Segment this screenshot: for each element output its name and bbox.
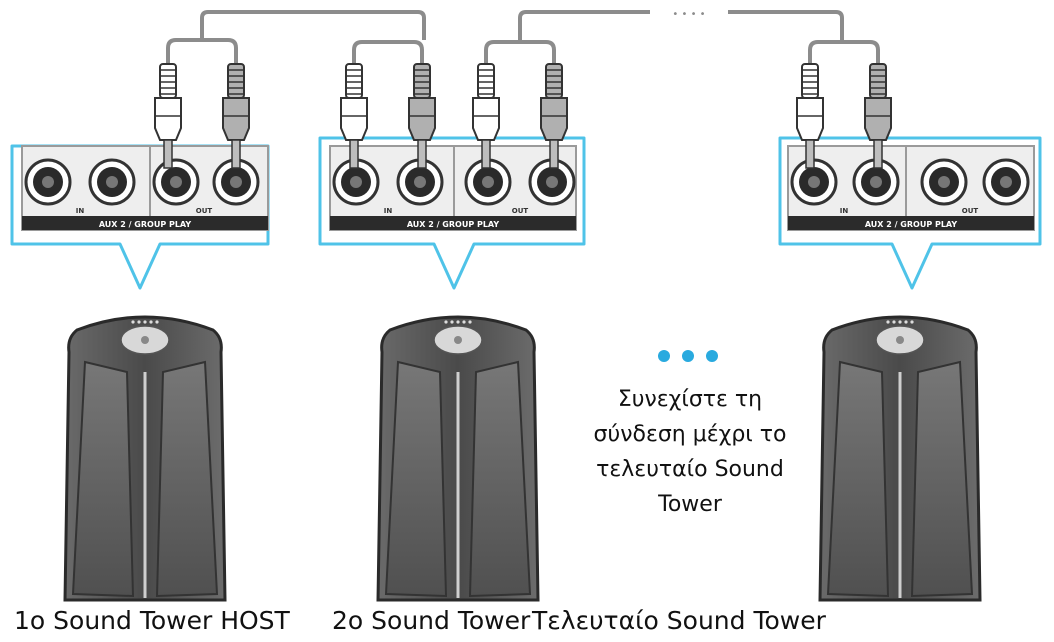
jack-label-in-2: IN [384, 207, 393, 215]
rca-plug-icon [408, 63, 436, 169]
continue-note: Συνεχίστε τη σύνδεση μέχρι το τελευταίο … [593, 387, 787, 517]
speaker-tower-icon [818, 315, 982, 602]
ellipsis-dots-icon [658, 350, 718, 362]
panel-label-3: AUX 2 / GROUP PLAY [865, 220, 958, 229]
rca-jack-icon [88, 158, 136, 206]
jack-label-in-1: IN [76, 207, 85, 215]
panel-label-1: AUX 2 / GROUP PLAY [99, 220, 192, 229]
rca-jack-icon [152, 158, 200, 206]
speaker-towers [63, 315, 982, 602]
rca-jack-icon [528, 158, 576, 206]
rca-jack-icon [790, 158, 838, 206]
rca-jack-icon [24, 158, 72, 206]
rca-jack-icon [212, 158, 260, 206]
rca-jack-icon [464, 158, 512, 206]
panel-label-2: AUX 2 / GROUP PLAY [407, 220, 500, 229]
rca-plug-icon [154, 63, 182, 169]
rca-jack-icon [920, 158, 968, 206]
rca-plug-icon [540, 63, 568, 169]
rca-jack-icon [982, 158, 1030, 206]
caption-first-speaker: 1o Sound Tower HOST [14, 606, 290, 635]
rca-plug-icon [222, 63, 250, 169]
rca-jacks [24, 158, 1030, 206]
speaker-tower-icon [63, 315, 227, 602]
rca-plug-icon [864, 63, 892, 169]
jack-label-in-3: IN [840, 207, 849, 215]
jack-label-out-1: OUT [196, 207, 213, 215]
rca-plug-icon [472, 63, 500, 169]
rca-plug-icon [340, 63, 368, 169]
cable-continuation-dots: • • • • [672, 9, 705, 20]
jack-label-out-2: OUT [512, 207, 529, 215]
caption-last-speaker: Τελευταίο Sound Tower [532, 606, 826, 635]
caption-second-speaker: 2o Sound Tower [332, 606, 531, 635]
speaker-tower-icon [376, 315, 540, 602]
rca-plugs [154, 63, 892, 169]
interconnect-cables [166, 10, 880, 64]
jack-label-out-3: OUT [962, 207, 979, 215]
rca-jack-icon [332, 158, 380, 206]
rca-plug-icon [796, 63, 824, 169]
